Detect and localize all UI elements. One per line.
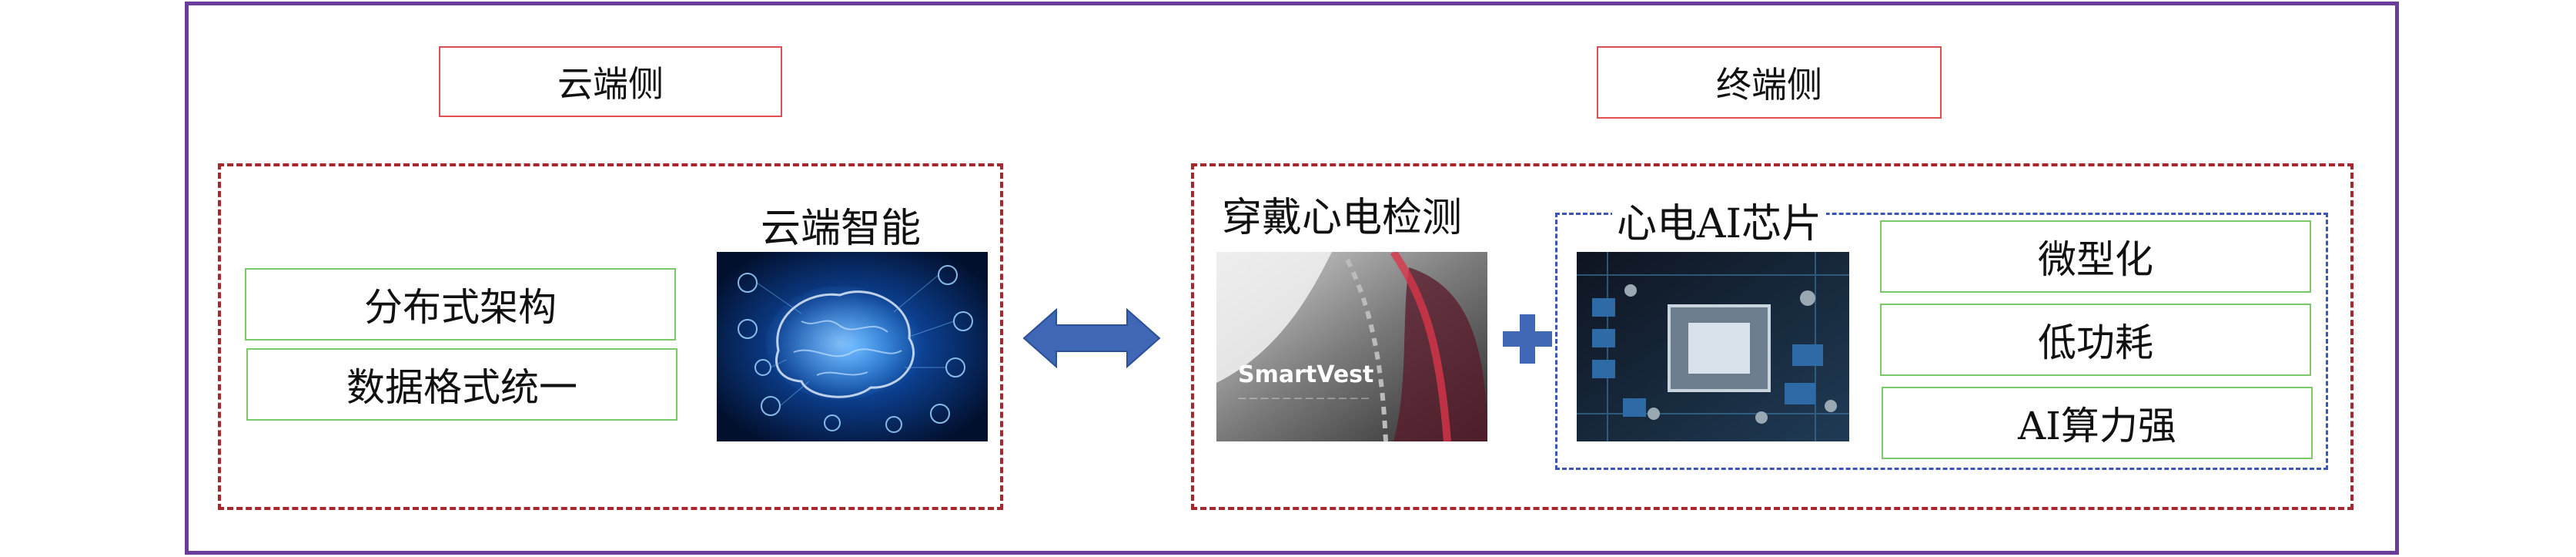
feature-label: 低功耗 bbox=[2038, 320, 2153, 365]
feature-strong-ai-compute: AI算力强 bbox=[1882, 387, 2313, 459]
vest-caption: SmartVest — — — — — — — — — — — — bbox=[1238, 361, 1384, 403]
feature-label: AI算力强 bbox=[2018, 404, 2176, 448]
outer-frame bbox=[185, 2, 2399, 555]
vest-subtext: — — — — — — — — — — — — bbox=[1238, 393, 1370, 403]
terminal-side-title-text: 终端侧 bbox=[1716, 64, 1822, 106]
cloud-intelligence-label: 云端智能 bbox=[761, 206, 922, 252]
feature-data-format-unified: 数据格式统一 bbox=[246, 348, 677, 421]
smart-vest-image: SmartVest — — — — — — — — — — — — bbox=[1216, 252, 1487, 441]
ai-chip-image bbox=[1577, 252, 1849, 441]
feature-low-power: 低功耗 bbox=[1880, 304, 2311, 376]
feature-label: 微型化 bbox=[2038, 237, 2153, 282]
ai-brain-image bbox=[717, 252, 988, 441]
cloud-side-group bbox=[218, 163, 1003, 510]
terminal-side-group bbox=[1191, 163, 2354, 510]
plus-icon bbox=[1500, 311, 1555, 367]
vest-brand: SmartVest bbox=[1238, 361, 1374, 388]
wearable-ecg-label: 穿戴心电检测 bbox=[1222, 195, 1463, 241]
double-arrow-icon bbox=[1022, 307, 1161, 370]
feature-label: 分布式架构 bbox=[364, 285, 557, 330]
feature-distributed-architecture: 分布式架构 bbox=[245, 268, 676, 341]
feature-label: 数据格式统一 bbox=[346, 365, 577, 410]
feature-miniaturization: 微型化 bbox=[1880, 220, 2311, 293]
cloud-side-title-text: 云端侧 bbox=[557, 63, 664, 105]
terminal-side-title: 终端侧 bbox=[1597, 46, 1942, 119]
cloud-side-title: 云端侧 bbox=[439, 46, 782, 117]
ecg-ai-chip-label: 心电AI芯片 bbox=[1612, 191, 1827, 249]
ai-chip-group bbox=[1555, 213, 2328, 470]
